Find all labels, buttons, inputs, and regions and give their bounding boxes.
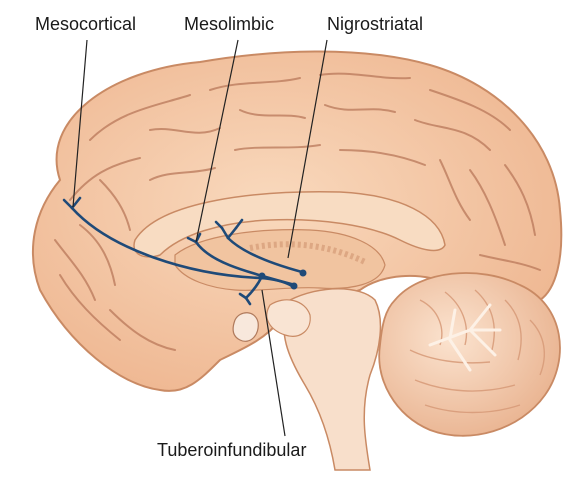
label-nigrostriatal: Nigrostriatal <box>327 14 423 34</box>
cerebellum <box>379 273 560 436</box>
label-mesolimbic: Mesolimbic <box>184 14 274 34</box>
pituitary <box>233 313 258 342</box>
label-tuberoinfundibular: Tuberoinfundibular <box>157 440 306 460</box>
label-mesocortical: Mesocortical <box>35 14 136 34</box>
pons <box>267 300 310 337</box>
